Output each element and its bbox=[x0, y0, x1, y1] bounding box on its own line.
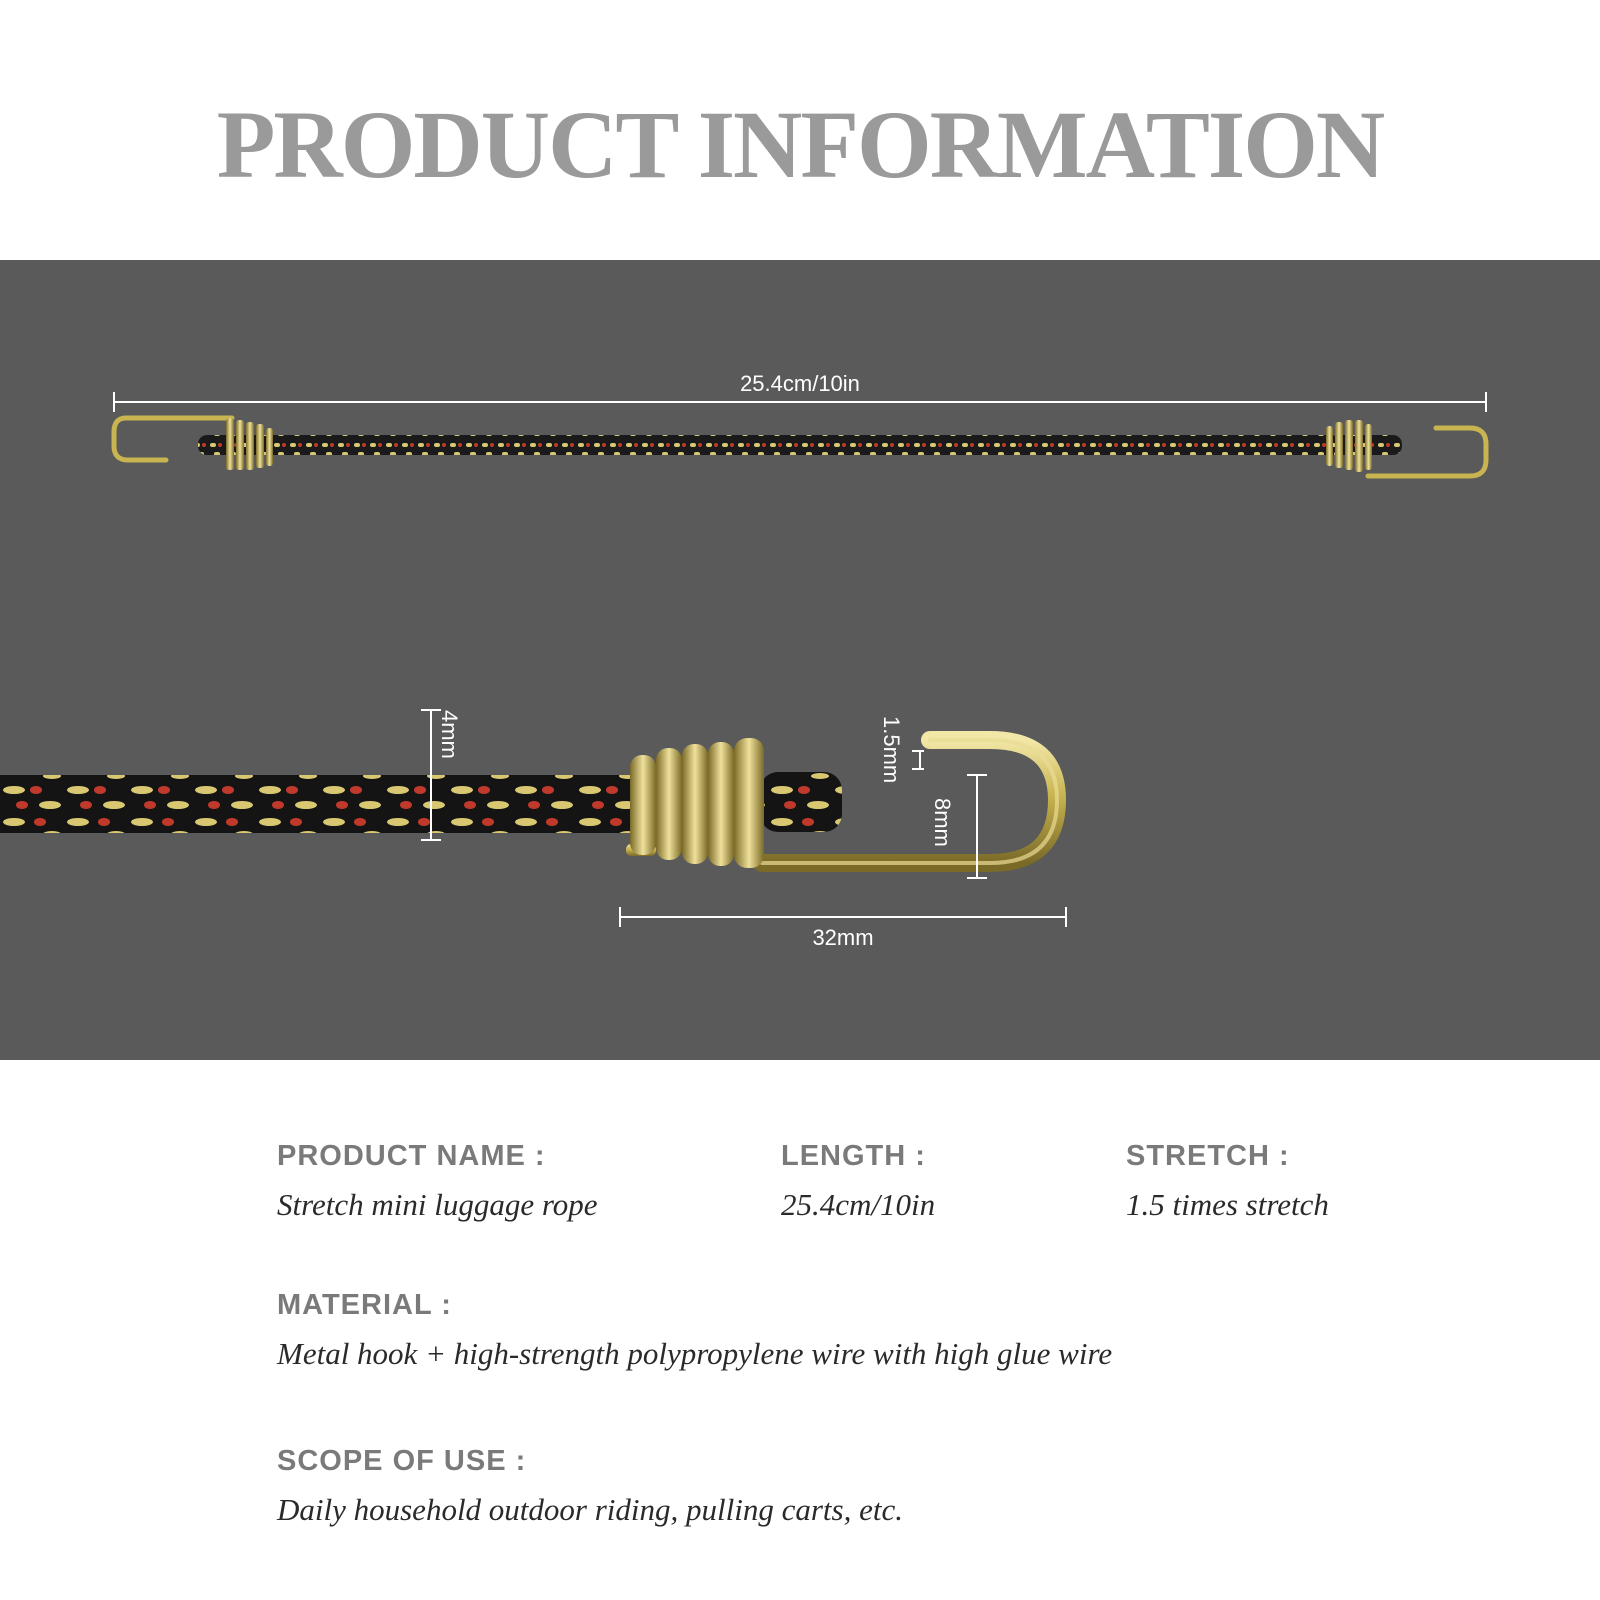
spec-length-label: LENGTH : bbox=[781, 1140, 926, 1172]
spec-scope-label: SCOPE OF USE : bbox=[277, 1445, 527, 1477]
bungee-cord-full bbox=[111, 415, 1489, 479]
rope-diameter-dimension: 4mm bbox=[421, 709, 462, 841]
spec-material-value: Metal hook + high-strength polypropylene… bbox=[277, 1336, 1113, 1371]
length-dimension-label: 25.4cm/10in bbox=[740, 371, 860, 396]
spec-scope: SCOPE OF USE : Daily household outdoor r… bbox=[277, 1445, 903, 1528]
coil-closeup bbox=[626, 738, 764, 868]
spec-stretch: STRETCH : 1.5 times stretch bbox=[1126, 1140, 1329, 1223]
rope-closeup bbox=[0, 775, 660, 833]
spec-stretch-label: STRETCH : bbox=[1126, 1140, 1290, 1172]
hook-length-label: 32mm bbox=[812, 925, 873, 950]
spec-length: LENGTH : 25.4cm/10in bbox=[781, 1140, 935, 1223]
hook-length-dimension: 32mm bbox=[619, 907, 1067, 950]
product-diagram-panel: 25.4cm/10in bbox=[0, 260, 1600, 1060]
bungee-closeup: 4mm 1.5mm 8mm 32mm bbox=[0, 709, 1067, 950]
rope-body bbox=[198, 435, 1402, 455]
left-hook bbox=[111, 415, 235, 463]
product-diagram: 25.4cm/10in bbox=[0, 371, 1489, 950]
hook-wire-label: 1.5mm bbox=[879, 716, 904, 783]
hook-wire-dimension: 1.5mm bbox=[879, 716, 924, 783]
spec-material-label: MATERIAL : bbox=[277, 1289, 452, 1321]
hook-gap-label: 8mm bbox=[930, 798, 955, 847]
spec-material: MATERIAL : Metal hook + high-strength po… bbox=[277, 1289, 1112, 1372]
rope-end-closeup bbox=[760, 772, 842, 832]
right-hook bbox=[1365, 425, 1489, 479]
spec-scope-value: Daily household outdoor riding, pulling … bbox=[277, 1492, 903, 1527]
rope-diameter-label: 4mm bbox=[437, 710, 462, 759]
spec-product-name: PRODUCT NAME : Stretch mini luggage rope bbox=[277, 1140, 598, 1223]
length-dimension: 25.4cm/10in bbox=[113, 371, 1487, 412]
left-coil bbox=[226, 418, 273, 470]
spec-stretch-value: 1.5 times stretch bbox=[1126, 1187, 1329, 1222]
right-coil bbox=[1326, 420, 1372, 472]
spec-product-name-value: Stretch mini luggage rope bbox=[277, 1187, 598, 1222]
spec-product-name-label: PRODUCT NAME : bbox=[277, 1140, 546, 1172]
hook-gap-dimension: 8mm bbox=[930, 774, 987, 879]
spec-length-value: 25.4cm/10in bbox=[781, 1187, 936, 1222]
page-title: PRODUCT INFORMATION bbox=[216, 91, 1385, 198]
